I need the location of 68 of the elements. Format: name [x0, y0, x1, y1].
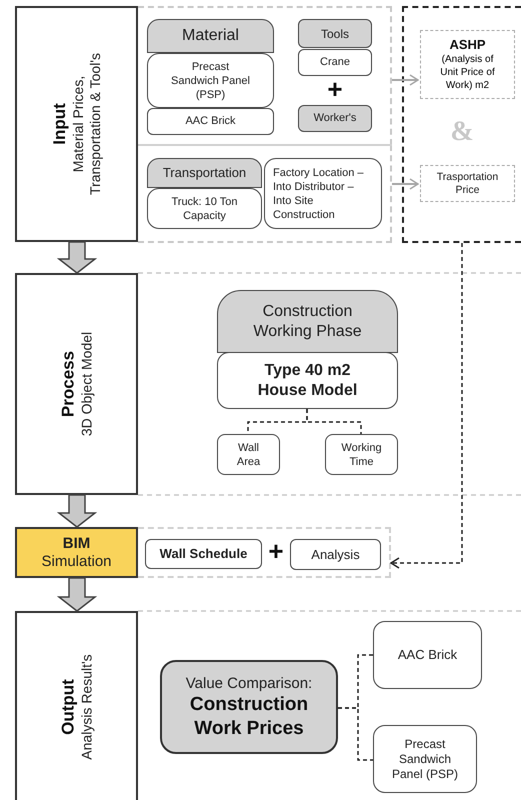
- operator-symbol: +: [267, 538, 285, 564]
- stage-title: Output: [58, 678, 78, 734]
- process-box: [298, 19, 372, 48]
- process-box: [147, 19, 274, 53]
- box-text: Working Time: [340, 440, 383, 468]
- connector-line: [306, 409, 362, 434]
- stage-title: Process: [58, 350, 78, 418]
- stage-title: Input: [50, 103, 70, 145]
- process-box: [147, 108, 274, 135]
- process-box: [264, 158, 382, 229]
- process-box: [420, 30, 515, 99]
- stage-subtitle: 3D Object Model: [78, 332, 95, 436]
- dashed-panel: [138, 527, 391, 578]
- stage-box: [15, 273, 138, 495]
- stage-box: [15, 611, 138, 800]
- box-text: Precast Sandwich Panel (PSP): [390, 736, 460, 782]
- box-text: Construction Work Prices: [188, 692, 310, 740]
- dashed-panel: [138, 6, 392, 145]
- arrow: [392, 74, 419, 86]
- box-text: Analysis: [311, 546, 360, 564]
- box-text: Wall Schedule: [160, 545, 248, 564]
- block-arrow: [56, 494, 98, 528]
- process-box: [373, 725, 477, 793]
- process-box: [147, 188, 262, 229]
- process-box: [217, 290, 398, 353]
- box-title: Value Comparison:: [186, 674, 312, 692]
- box-text: AAC Brick: [398, 646, 458, 664]
- dashed-panel: [402, 6, 521, 243]
- process-box: [298, 49, 372, 76]
- box-text: Factory Location – Into Distributor – Into Site Construction: [272, 166, 364, 222]
- box-text: Worker's: [314, 111, 356, 126]
- box-text: Truck: 10 Ton Capacity: [170, 194, 239, 222]
- process-box: [217, 352, 398, 409]
- process-box: [325, 434, 398, 475]
- box-text: Transportation: [162, 164, 246, 182]
- box-text: Trasportation Price: [436, 170, 500, 196]
- box-text: AAC Brick: [185, 114, 236, 130]
- process-box: [298, 105, 372, 132]
- process-box: [420, 165, 515, 202]
- box-text: Type 40 m2 House Model: [256, 360, 358, 400]
- box-text: Tools: [320, 26, 349, 42]
- process-box: [373, 621, 482, 689]
- box-text: Construction Working Phase: [252, 302, 363, 342]
- arrow: [392, 178, 419, 190]
- box-text: Precast Sandwich Panel (PSP): [170, 60, 251, 102]
- arrow: [390, 243, 463, 569]
- box-title: ASHP: [449, 37, 486, 53]
- box-text: Crane: [320, 55, 350, 70]
- stage-box: [15, 527, 138, 578]
- process-box: [145, 539, 262, 569]
- process-box: [290, 539, 381, 570]
- process-box: [217, 434, 280, 475]
- box-text: (Analysis of Unit Price of Work) m2: [439, 53, 496, 92]
- connector-line: [338, 707, 373, 761]
- block-arrow: [56, 577, 98, 612]
- dashed-panel: [138, 145, 392, 243]
- box-text: BIM Simulation: [40, 534, 113, 570]
- operator-symbol: +: [326, 76, 344, 102]
- block-arrow: [56, 241, 98, 274]
- stage-subtitle: Material Prices, Transportation & Tool's: [70, 52, 104, 197]
- box-text: Wall Area: [236, 440, 262, 468]
- stage-subtitle: Analysis Result's: [78, 654, 95, 760]
- process-box: [147, 158, 262, 188]
- stage-box: [15, 6, 138, 242]
- process-box: [160, 660, 338, 754]
- operator-symbol: &: [450, 118, 474, 146]
- box-text: Material: [182, 26, 239, 46]
- process-box: [147, 53, 274, 108]
